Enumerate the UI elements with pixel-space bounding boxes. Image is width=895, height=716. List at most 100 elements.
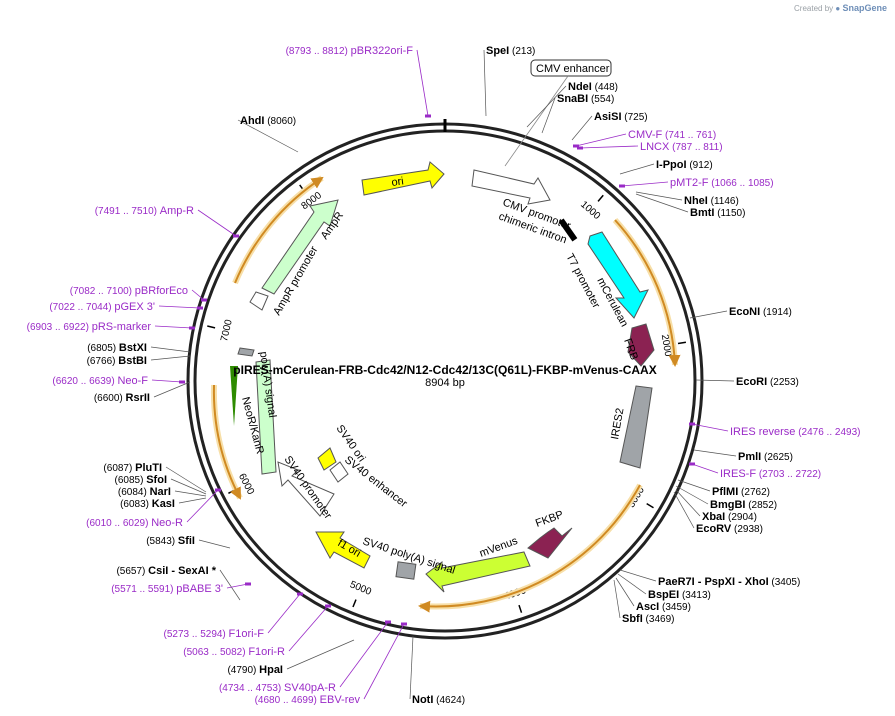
site-position: (2253) <box>767 377 799 388</box>
site-leader <box>150 346 191 353</box>
site-leader <box>409 635 414 700</box>
primer-name: Neo-R <box>151 517 183 529</box>
site-name: BspEI <box>648 589 679 601</box>
site-leader <box>675 489 701 517</box>
site-label: AhdI (8060) <box>240 115 296 127</box>
site-name: EcoRI <box>736 376 767 388</box>
site-leader <box>615 577 635 607</box>
site-name: SfiI <box>178 535 195 547</box>
site-leader <box>153 381 191 398</box>
primer-position: (5571 .. 5591) <box>111 584 176 595</box>
site-position: (3459) <box>659 602 691 613</box>
site-label: (6085) SfoI <box>115 474 167 486</box>
site-position: (6083) <box>120 499 152 510</box>
orf-arcs <box>210 175 681 613</box>
primer-mark <box>577 146 583 150</box>
site-label: PaeR7I - PspXI - XhoI (3405) <box>658 576 800 588</box>
site-label: AsiSI (725) <box>594 111 648 123</box>
site-position: (3405) <box>769 577 801 588</box>
site-name: SnaBI <box>557 93 588 105</box>
site-label: (6087) PluTI <box>103 462 162 474</box>
primer-name: pMT2-F <box>670 177 709 189</box>
primer-leader <box>288 605 329 652</box>
sv40-promoter-feature <box>277 461 335 517</box>
site-name: NheI <box>684 195 708 207</box>
mcerulean-feature <box>587 231 649 319</box>
site-position: (554) <box>588 94 614 105</box>
primer-position: (2703 .. 2722) <box>756 469 821 480</box>
primer-position: (6010 .. 6029) <box>86 518 151 529</box>
primer-name: F1ori-F <box>229 628 265 640</box>
site-label: NotI (4624) <box>412 694 465 706</box>
primer-label: (6903 .. 6922) pRS-marker <box>27 321 152 333</box>
site-name: I-PpoI <box>656 159 687 171</box>
primer-label: IRES reverse (2476 .. 2493) <box>730 426 860 438</box>
primer-leader <box>151 379 183 383</box>
site-position: (2938) <box>731 524 763 535</box>
site-name: BstXI <box>119 342 147 354</box>
site-name: NotI <box>412 694 433 706</box>
site-name: BstBI <box>118 355 147 367</box>
ampr-promoter-feature <box>249 291 269 311</box>
site-leader <box>150 355 191 361</box>
site-name: PmlI <box>738 451 761 463</box>
site-label: XbaI (2904) <box>702 511 757 523</box>
primer-label: (4680 .. 4699) EBV-rev <box>255 694 361 706</box>
site-name: PaeR7I - PspXI - XhoI <box>658 576 769 588</box>
primer-name: SV40pA-R <box>284 682 336 694</box>
primer-position: (8793 .. 8812) <box>286 46 351 57</box>
site-name: AsiSI <box>594 111 622 123</box>
site-name: SfoI <box>146 474 167 486</box>
site-position: (1914) <box>760 307 792 318</box>
primer-position: (787 .. 811) <box>669 142 722 153</box>
site-position: (1146) <box>708 196 739 207</box>
site-leader <box>619 569 657 582</box>
site-leader <box>219 569 241 601</box>
site-leader <box>174 490 207 497</box>
site-leader <box>483 49 487 117</box>
primer-position: (7491 .. 7510) <box>95 206 160 217</box>
site-leader <box>675 485 709 505</box>
primer-leader <box>575 133 627 147</box>
site-position: (448) <box>592 82 618 93</box>
site-label: (5657) CsiI - SexAI * <box>116 565 216 577</box>
snapgene-logo-icon: ● <box>835 4 841 13</box>
credit-prefix: Created by <box>794 4 834 13</box>
primer-name: F1ori-R <box>248 646 285 658</box>
primer-mark <box>573 144 579 148</box>
primer-label: (5273 .. 5294) F1ori-F <box>164 628 265 640</box>
site-position: (3469) <box>643 614 675 625</box>
site-leader <box>286 639 355 670</box>
primer-name: pBABE 3' <box>176 583 223 595</box>
site-leader <box>689 310 728 319</box>
site-leader <box>541 97 556 134</box>
site-leader <box>619 163 655 175</box>
site-name: SbfI <box>622 613 643 625</box>
plasmid-title: pIRES-mCerulean-FRB-Cdc42/N12-Cdc42/13C(… <box>233 363 656 377</box>
fkbp-label: FKBP <box>534 509 565 530</box>
primer-label: (5571 .. 5591) pBABE 3' <box>111 583 223 595</box>
site-name: KasI <box>152 498 175 510</box>
plasmid-length: 8904 bp <box>425 377 465 389</box>
site-name: NarI <box>150 486 171 498</box>
primer-position: (741 .. 761) <box>662 130 716 141</box>
primer-leader <box>416 49 429 117</box>
polya-signal-feature <box>237 347 255 357</box>
primer-label: (5063 .. 5082) F1ori-R <box>183 646 285 658</box>
site-leader <box>178 497 207 504</box>
site-leader <box>617 573 647 595</box>
site-label: NheI (1146) <box>684 195 739 207</box>
site-position: (6600) <box>94 393 126 404</box>
site-name: HpaI <box>259 664 283 676</box>
primer-name: EBV-rev <box>320 694 361 706</box>
site-name: BmtI <box>690 207 714 219</box>
site-position: (2762) <box>738 487 770 498</box>
tick-mark <box>352 599 357 608</box>
site-position: (1150) <box>714 208 745 219</box>
primer-leader <box>158 305 201 309</box>
tick-label: 5000 <box>348 579 373 598</box>
primer-name: pGEX 3' <box>114 301 155 313</box>
sv40-ori-feature <box>317 447 337 471</box>
site-leader <box>677 479 711 492</box>
primer-name: pBRforEco <box>135 285 188 297</box>
